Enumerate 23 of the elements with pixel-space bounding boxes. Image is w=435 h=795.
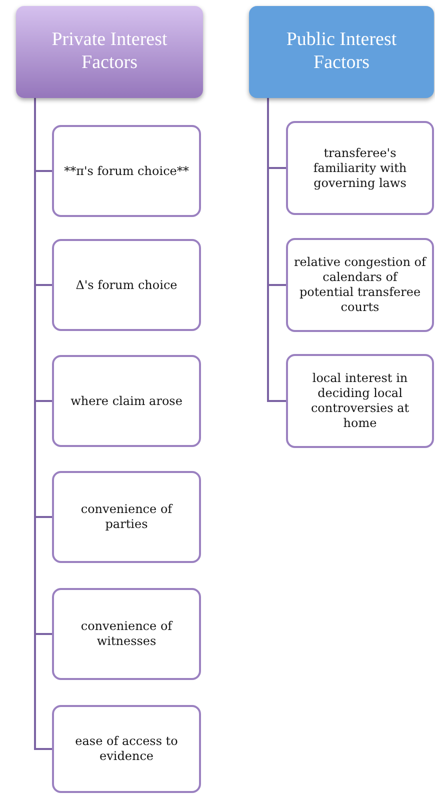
category-header-box xyxy=(249,6,434,98)
factor-box xyxy=(286,354,434,448)
factor-box xyxy=(52,355,201,447)
node-label: Public Interest Factors xyxy=(285,29,398,75)
connector-line xyxy=(267,98,286,402)
node-label: **π's forum choice** xyxy=(64,164,189,178)
node-label: relative congestion of calendars of potential transferee courts xyxy=(294,255,426,315)
node-label: Δ's forum choice xyxy=(76,278,178,292)
factor-box xyxy=(52,705,201,793)
factor-box xyxy=(52,125,201,217)
node-label: convenience of witnesses xyxy=(80,619,174,649)
factor-box xyxy=(52,471,201,563)
factor-box xyxy=(286,121,434,215)
node-label: convenience of parties xyxy=(80,502,174,532)
factor-box xyxy=(286,238,434,332)
node-label: ease of access to evidence xyxy=(74,734,179,764)
node-label: Private Interest Factors xyxy=(50,29,168,75)
factor-box xyxy=(52,588,201,680)
node-label: local interest in deciding local controversies at home xyxy=(310,371,410,431)
node-label: transferee's familiarity with governing laws xyxy=(312,146,408,190)
category-header-box xyxy=(16,6,203,98)
node-label: where claim arose xyxy=(70,394,182,408)
factor-box xyxy=(52,239,201,331)
